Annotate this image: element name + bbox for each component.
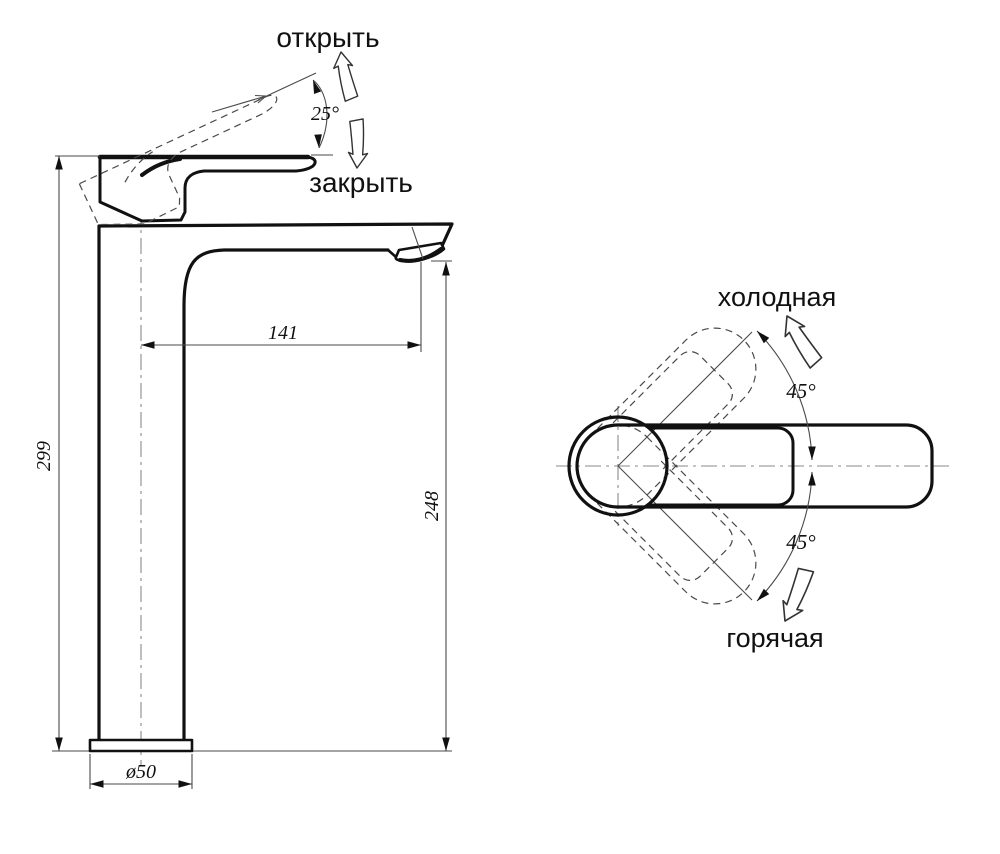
handle-inner-dashed — [612, 350, 734, 472]
hot-angle-dimension: 45° — [786, 530, 816, 554]
faucet-spout-underside — [182, 248, 390, 742]
angle-ray-open — [257, 72, 317, 101]
dimension-total-height: 299 — [33, 155, 100, 751]
dim-arrow — [407, 341, 421, 349]
handle-top-outline — [575, 423, 934, 509]
dim-arrow — [55, 737, 63, 751]
handle-hot-position-dashed — [576, 424, 757, 605]
cartridge-circle — [567, 415, 669, 517]
dim-arrow — [90, 780, 104, 788]
close-direction-arrow-icon — [345, 117, 371, 170]
handle-inner-contour — [647, 426, 795, 507]
dimension-base-diameter: ø50 — [89, 754, 193, 789]
dimension-lever-angle: 25° — [257, 72, 339, 156]
arc — [756, 330, 813, 461]
close-label: закрыть — [309, 167, 413, 198]
angle-arc — [312, 79, 328, 149]
handle-capsule-dashed — [576, 327, 757, 508]
handle-inner-dashed — [612, 460, 734, 582]
spout-height-dimension: 248 — [421, 491, 443, 521]
dim-arrow — [442, 737, 450, 751]
aerator-accent — [398, 247, 443, 263]
total-height-dimension: 299 — [33, 441, 55, 471]
handle-capsule-dashed — [576, 424, 757, 605]
dim-arrow — [141, 341, 155, 349]
lever-body — [98, 155, 317, 223]
lever-handle-closed — [97, 154, 317, 223]
dim-arrow — [178, 780, 192, 788]
base-diameter-dimension: ø50 — [125, 761, 156, 783]
arc-arrow — [754, 328, 770, 344]
rotation-arc-cold: 45° — [754, 328, 816, 461]
spout-reach-dimension: 141 — [268, 322, 298, 344]
hot-label: горячая — [726, 623, 823, 653]
open-direction-arrow-icon — [330, 49, 359, 103]
open-lever-pointer-icon — [211, 94, 267, 113]
cold-axis-line — [617, 331, 753, 467]
handle-cold-position-dashed — [576, 327, 757, 508]
base-plate — [88, 738, 194, 753]
spout-step — [387, 249, 397, 258]
dim-arrow — [442, 262, 450, 276]
cold-angle-dimension: 45° — [786, 379, 816, 403]
cold-label: холодная — [718, 282, 836, 312]
arc — [756, 471, 813, 602]
dim-arrow — [55, 156, 63, 170]
lever-angle-dimension: 25° — [311, 103, 339, 125]
hot-axis-line — [617, 465, 753, 601]
open-label: открыть — [276, 22, 379, 53]
arc-arrow — [808, 472, 816, 486]
extension-lines — [89, 754, 193, 789]
lever-grip-curve-dashed — [124, 151, 154, 183]
rotation-arc-hot: 45° — [754, 471, 816, 604]
arc-arrow — [808, 446, 816, 460]
lever-body-dashed — [78, 94, 278, 226]
side-view: 25° открыть закрыть 299 141 — [33, 22, 454, 789]
lever-grip-curve — [140, 157, 182, 177]
top-view: 45° 45° холодная горячая — [556, 282, 952, 653]
lever-handle-open-dashed — [78, 94, 278, 226]
hot-direction-arrow-icon — [773, 564, 822, 627]
aerator-axis-leader — [411, 226, 424, 260]
cold-direction-arrow-icon — [776, 309, 825, 373]
dimension-spout-reach: 141 — [141, 262, 422, 352]
arc-arrow — [754, 588, 770, 604]
dimension-spout-height: 248 — [421, 260, 452, 751]
faucet-body-outline — [97, 222, 454, 742]
